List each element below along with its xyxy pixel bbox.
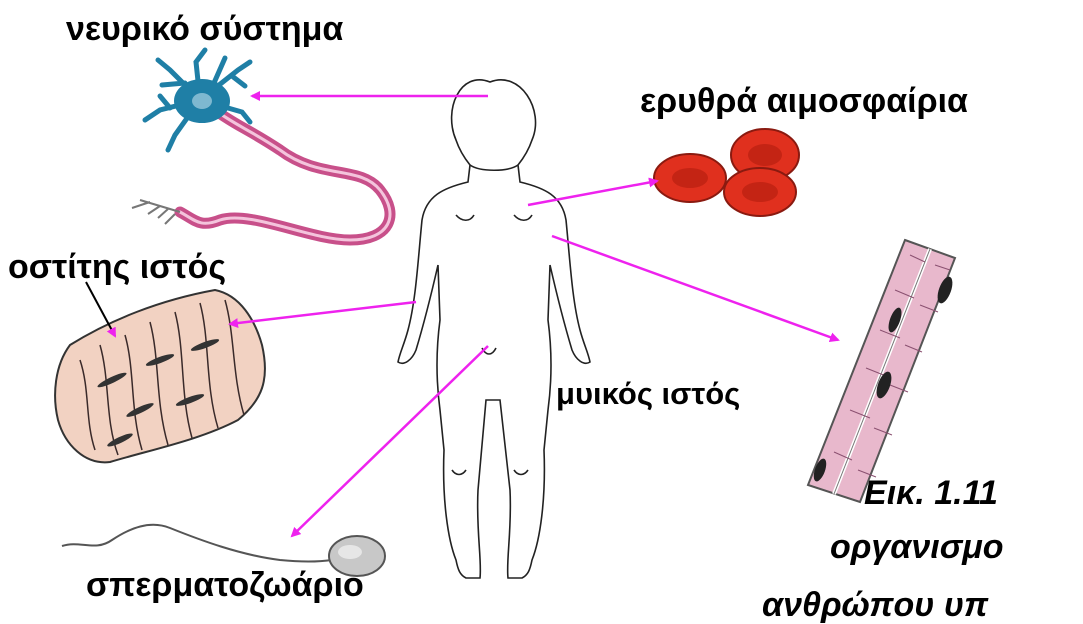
figure-caption-line3: ανθρώπου υπ (762, 588, 988, 622)
bone-tissue-label: οστίτης ιστός (8, 250, 226, 284)
neuron-illustration (132, 50, 390, 240)
muscle-tissue-illustration (808, 240, 955, 502)
sperm-label: σπερματοζωάριο (86, 568, 364, 602)
arrow-to-bone (230, 302, 416, 324)
arrow-to-muscle (552, 236, 838, 340)
bone-tissue-illustration (55, 282, 265, 462)
figure-caption-line1: Εικ. 1.11 (864, 476, 998, 510)
arrow-to-sperm (292, 346, 488, 536)
arrow-to-rbc (528, 181, 657, 205)
human-body-figure (398, 80, 590, 578)
nervous-system-label: νευρικό σύστημα (66, 12, 343, 46)
red-blood-cells-label: ερυθρά αιμοσφαίρια (640, 84, 968, 118)
muscle-tissue-label: μυικός ιστός (556, 378, 740, 409)
figure-caption-line2: οργανισμο (830, 530, 1004, 564)
red-blood-cells-illustration (654, 129, 799, 216)
